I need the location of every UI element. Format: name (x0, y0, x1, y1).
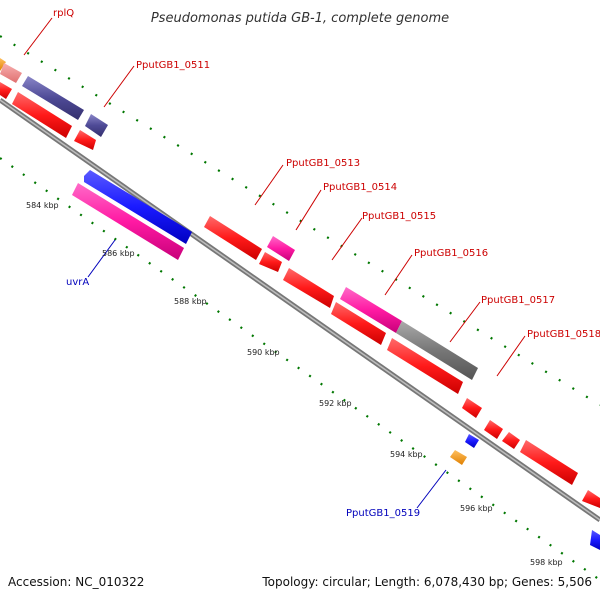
leader-0514 (295, 189, 322, 231)
gene-rplQ (0, 63, 22, 83)
tick-594: 594 kbp (390, 450, 423, 459)
leader-0517 (449, 301, 481, 343)
label-0515[interactable]: PputGB1_0515 (362, 211, 436, 222)
gene-0515 (283, 268, 334, 308)
gene-red-b (74, 130, 96, 150)
label-0516[interactable]: PputGB1_0516 (414, 248, 488, 259)
genome-summary-text: Topology: circular; Length: 6,078,430 bp… (261, 575, 592, 589)
gene-0514 (267, 236, 295, 261)
leader-uvrA (87, 239, 116, 278)
label-0513[interactable]: PputGB1_0513 (286, 158, 360, 169)
gene-0514b (259, 252, 282, 272)
leader-0513 (254, 164, 284, 206)
label-0518[interactable]: PputGB1_0518 (527, 329, 600, 340)
tick-588: 588 kbp (174, 297, 207, 306)
gene-0518b (484, 420, 503, 439)
reverse-strand-genes (72, 170, 600, 550)
label-leaders (23, 17, 526, 509)
tick-586: 586 kbp (102, 249, 135, 258)
tick-592: 592 kbp (319, 399, 352, 408)
label-0517[interactable]: PputGB1_0517 (481, 295, 555, 306)
accession-text: Accession: NC_010322 (8, 575, 144, 589)
gene-0513 (204, 216, 262, 260)
leader-rplQ (23, 17, 53, 56)
tick-584: 584 kbp (26, 201, 59, 210)
gc-ring-outer (0, 35, 600, 406)
gene-0519b (465, 434, 479, 448)
gene-uvrA (84, 170, 192, 244)
tick-590: 590 kbp (247, 348, 280, 357)
leader-0515 (331, 217, 363, 261)
gene-uvrA-neighbor (72, 183, 184, 260)
gene-0520 (582, 490, 600, 508)
leader-0511 (103, 65, 135, 108)
leader-0519 (416, 469, 447, 509)
gene-0509 (0, 82, 12, 99)
tick-598: 598 kbp (530, 558, 563, 567)
leader-0518 (496, 335, 526, 377)
label-0514[interactable]: PputGB1_0514 (323, 182, 397, 193)
gene-0518d (520, 440, 578, 485)
label-0519[interactable]: PputGB1_0519 (346, 508, 420, 519)
label-0511[interactable]: PputGB1_0511 (136, 60, 210, 71)
forward-strand-genes (0, 58, 600, 508)
gene-0521 (590, 530, 600, 550)
gene-labels: rplQ PputGB1_0511 PputGB1_0513 PputGB1_0… (53, 8, 600, 519)
leader-0516 (384, 254, 413, 296)
label-uvrA[interactable]: uvrA (66, 277, 89, 288)
gene-0518c (502, 432, 520, 449)
gene-red-a (12, 92, 72, 138)
gene-0517 (396, 321, 478, 380)
gene-0516 (340, 287, 402, 333)
genome-backbone (0, 97, 600, 523)
gene-0519 (450, 450, 467, 465)
tick-596: 596 kbp (460, 504, 493, 513)
map-title: Pseudomonas putida GB-1, complete genome (151, 11, 449, 26)
gene-0518a (462, 398, 482, 418)
label-rplQ[interactable]: rplQ (53, 8, 74, 19)
gene-0516b (331, 302, 386, 345)
gene-0510 (22, 76, 84, 120)
gene-0517b (387, 338, 463, 394)
gene-0511 (85, 114, 108, 137)
gene-rplQ-neighbor (0, 58, 6, 71)
kbp-tick-labels: 584 kbp 586 kbp 588 kbp 590 kbp 592 kbp … (26, 201, 563, 567)
